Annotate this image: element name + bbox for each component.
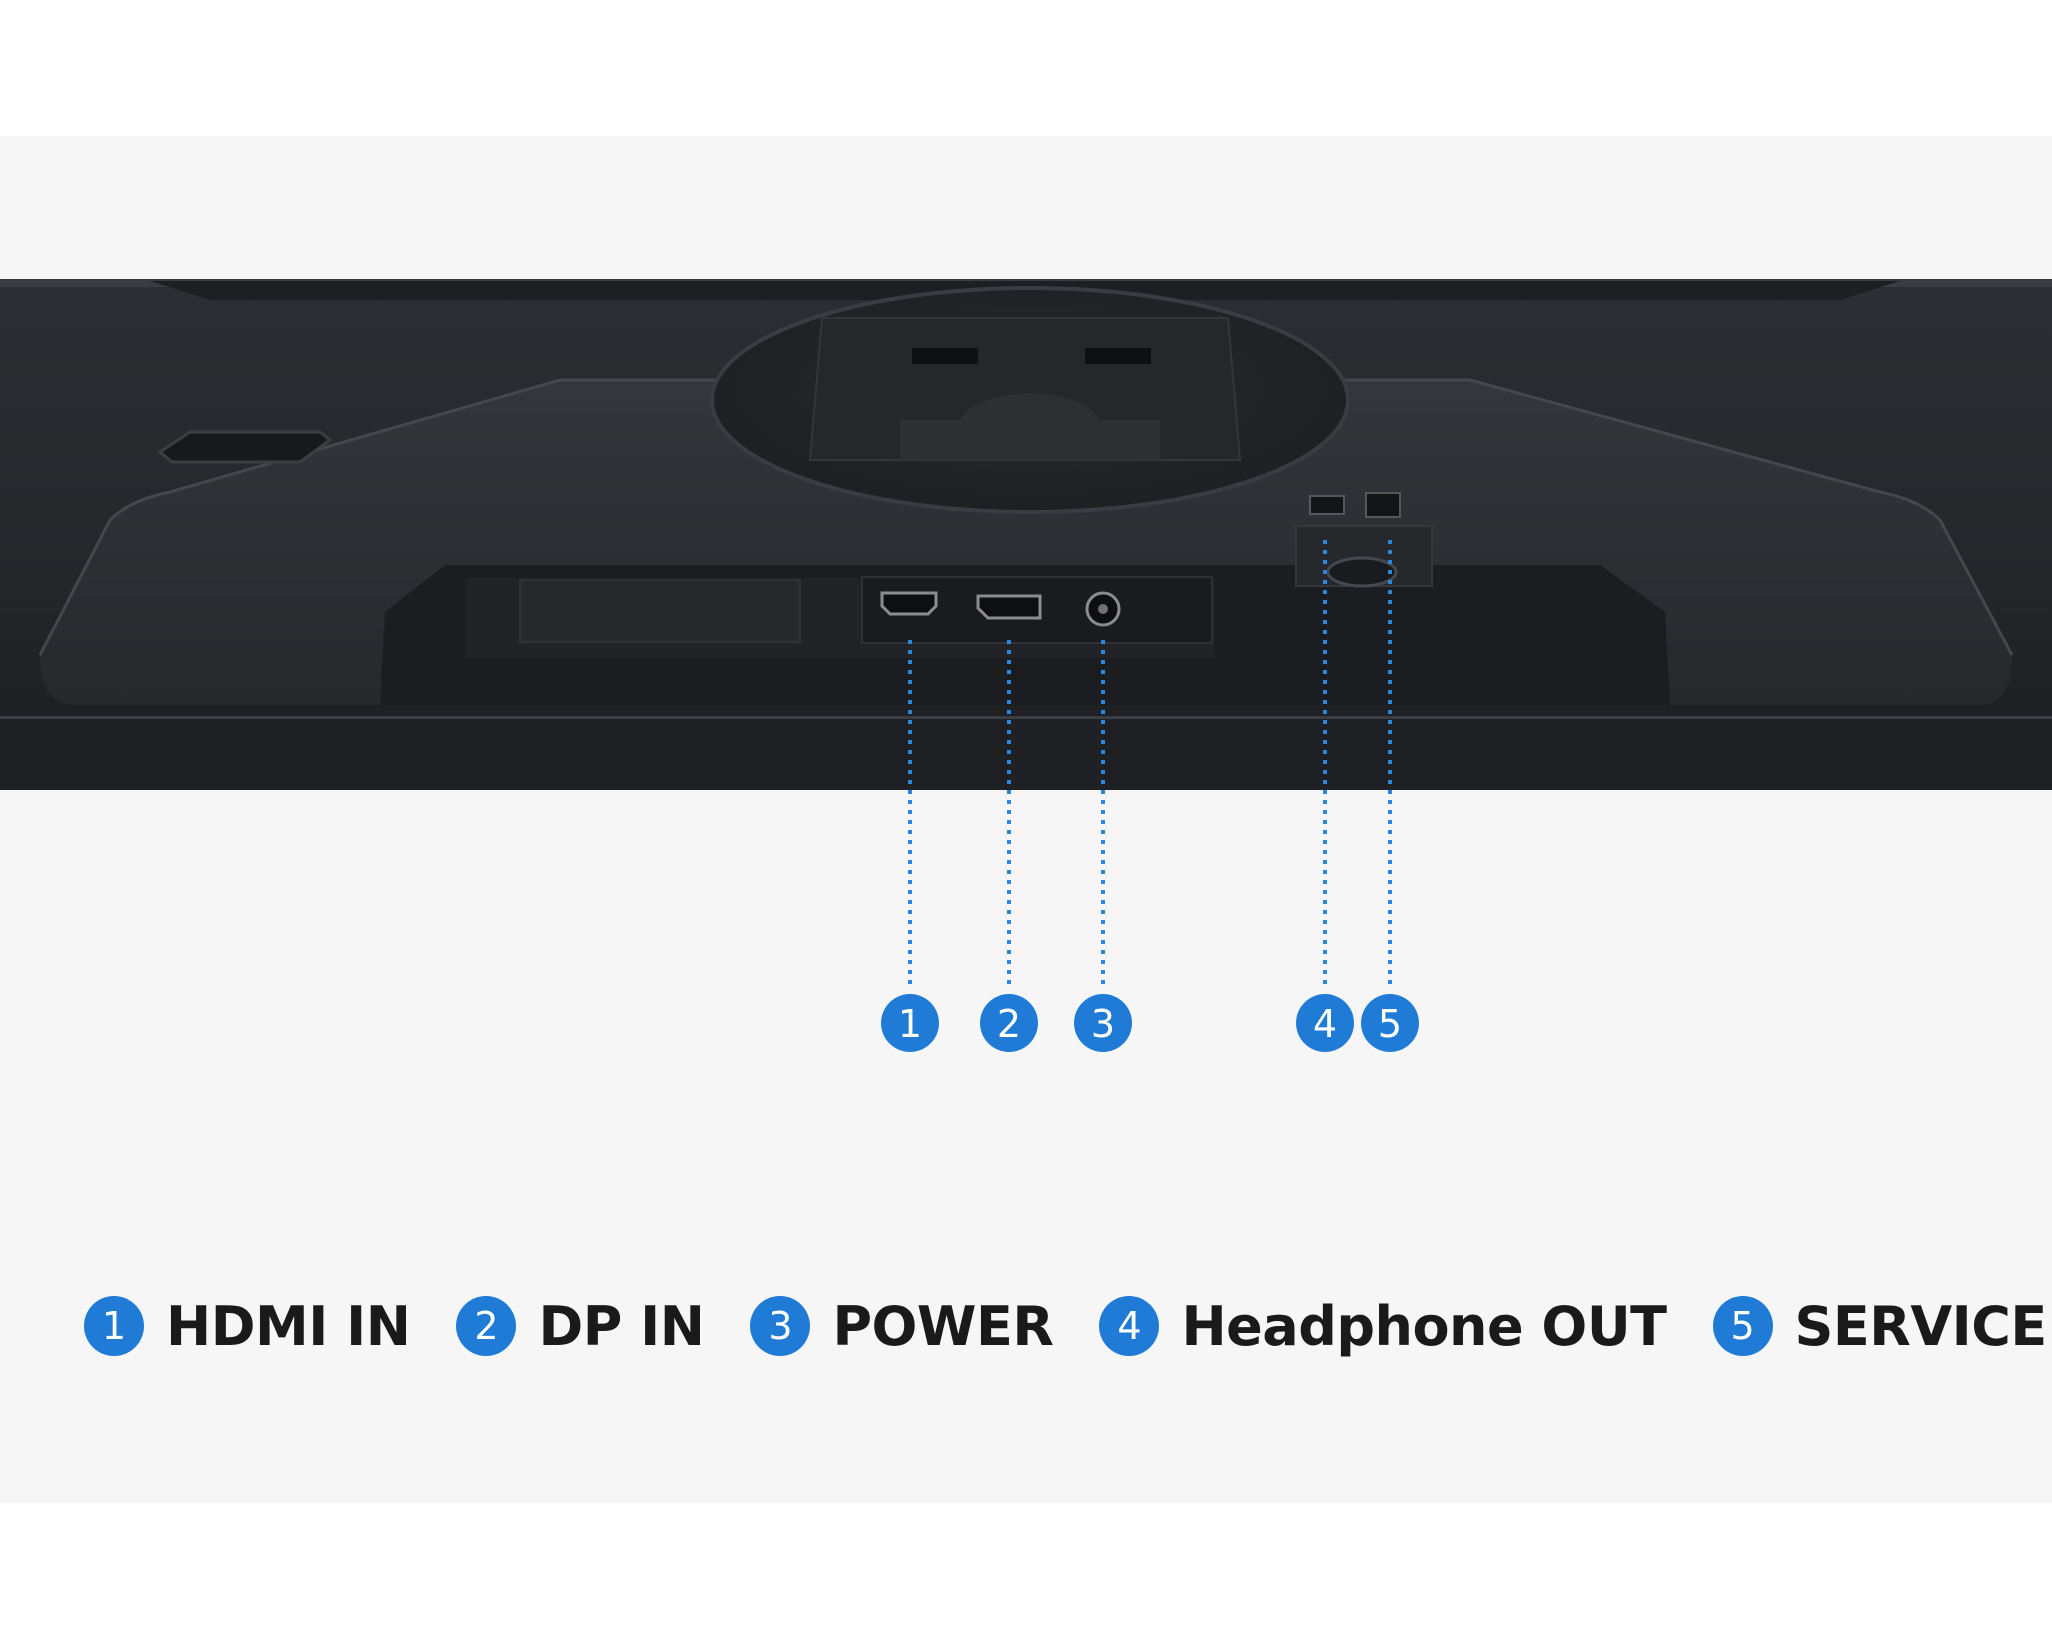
logo-badge [157, 430, 333, 464]
legend-label: DP IN [538, 1294, 705, 1358]
callout-badge-4: 4 [1296, 994, 1354, 1052]
headphone-jack-port [1309, 495, 1345, 515]
callout-badge-2: 2 [980, 994, 1038, 1052]
mount-slot-left [912, 348, 978, 364]
power-port-pin [1098, 604, 1108, 614]
legend-item-dp-in: 2 DP IN [456, 1294, 705, 1358]
legend-item-power: 3 POWER [750, 1294, 1054, 1358]
mount-center-notch [900, 393, 1160, 460]
displayport-port [976, 594, 1042, 620]
cable-cover [519, 579, 801, 643]
legend-label: Headphone OUT [1181, 1294, 1667, 1358]
legend-item-headphone-out: 4 Headphone OUT [1099, 1294, 1667, 1358]
legend-badge: 1 [84, 1296, 144, 1356]
svg-text:1: 1 [898, 1002, 922, 1046]
legend-label: SERVICE [1794, 1294, 2048, 1358]
hdmi-port [880, 591, 938, 616]
svg-text:3: 3 [1091, 1002, 1115, 1046]
callout-badge-5: 5 [1361, 994, 1419, 1052]
legend-badge: 2 [456, 1296, 517, 1356]
legend-badge: 3 [750, 1296, 811, 1356]
monitor-bottom-highlight [0, 716, 2052, 719]
callout-badge-1: 1 [881, 994, 939, 1052]
legend-label: HDMI IN [166, 1294, 411, 1358]
svg-text:5: 5 [1378, 1002, 1402, 1046]
legend-item-service: 5 SERVICE [1712, 1294, 2048, 1358]
legend-badge: 5 [1712, 1296, 1773, 1356]
legend-item-hdmi-in: 1 HDMI IN [84, 1294, 411, 1358]
legend-label: POWER [832, 1294, 1054, 1358]
port-legend: 1 HDMI IN 2 DP IN 3 POWER 4 Headphone OU… [84, 1288, 2047, 1364]
legend-badge: 4 [1099, 1296, 1160, 1356]
monitor-bottom-lip [0, 718, 2052, 790]
jog-button [1326, 556, 1398, 588]
mount-slot-right [1085, 348, 1151, 364]
service-port [1365, 492, 1401, 518]
svg-text:4: 4 [1313, 1002, 1337, 1046]
callout-badge-3: 3 [1074, 994, 1132, 1052]
svg-text:2: 2 [997, 1002, 1021, 1046]
